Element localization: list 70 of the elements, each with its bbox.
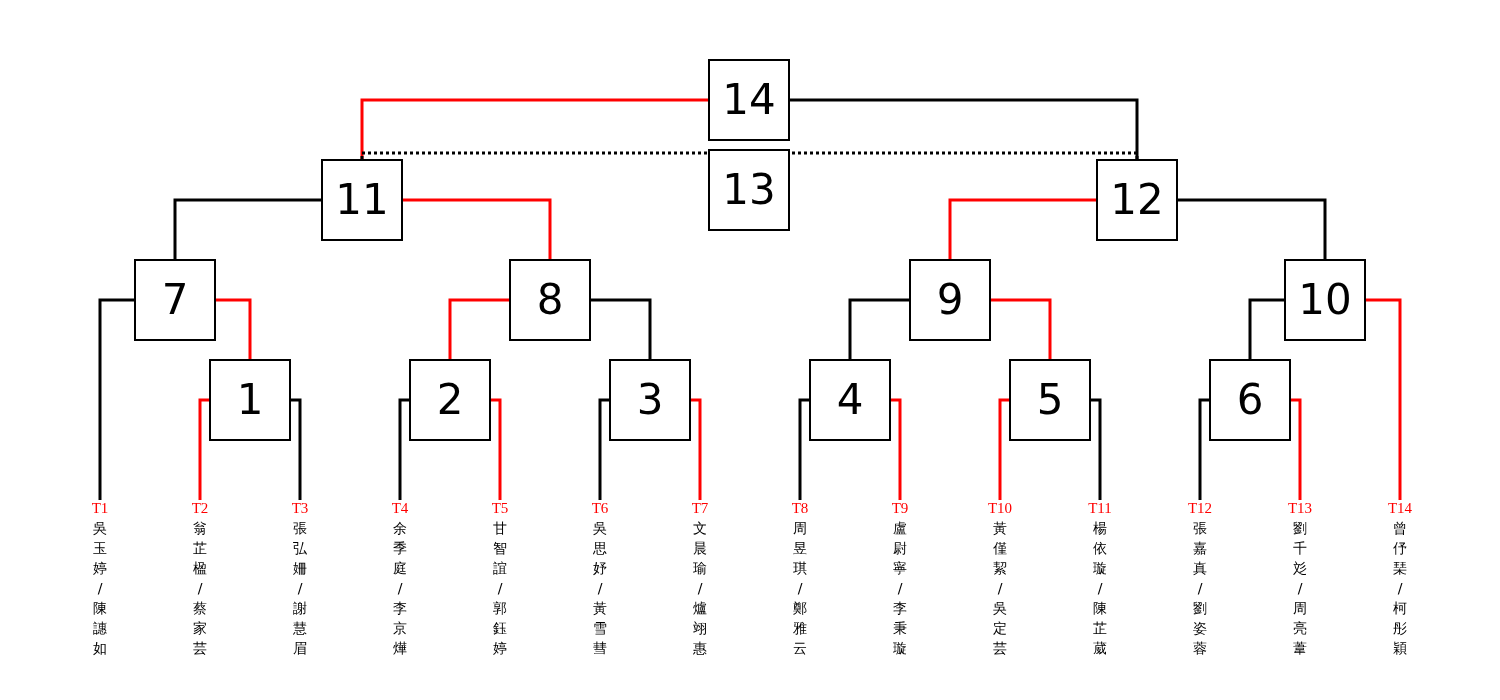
match-box: 9 bbox=[909, 259, 991, 341]
match-box: 8 bbox=[509, 259, 591, 341]
bracket-line bbox=[403, 198, 552, 259]
bracket-line bbox=[1198, 398, 1209, 500]
match-box: 13 bbox=[708, 149, 790, 231]
seed-label: T5 bbox=[491, 500, 509, 516]
seed-label: T14 bbox=[1387, 500, 1413, 516]
seed-label: T3 bbox=[291, 500, 309, 516]
bracket-line bbox=[798, 398, 809, 500]
bracket-line bbox=[491, 398, 502, 500]
seed-label: T8 bbox=[791, 500, 809, 516]
match-box: 7 bbox=[134, 259, 216, 341]
player-names: 甘智誼/郭鈺婷 bbox=[492, 519, 508, 658]
player-names: 劉千彣/周亮葦 bbox=[1292, 519, 1308, 658]
match-box: 2 bbox=[409, 359, 491, 441]
player-names: 余季庭/李京燁 bbox=[392, 519, 408, 658]
match-box: 6 bbox=[1209, 359, 1291, 441]
bracket-line bbox=[598, 398, 609, 500]
bracket-line bbox=[998, 398, 1009, 500]
player-names: 曾伃琹/柯彤穎 bbox=[1392, 519, 1408, 658]
seed-label: T13 bbox=[1287, 500, 1313, 516]
player-names: 文晨瑜/爐翊惠 bbox=[692, 519, 708, 658]
match-box: 11 bbox=[321, 159, 403, 241]
match-box: 5 bbox=[1009, 359, 1091, 441]
bracket-line bbox=[448, 298, 509, 359]
seed-label: T11 bbox=[1088, 500, 1112, 516]
bracket-line bbox=[591, 298, 652, 359]
bracket-line bbox=[98, 298, 134, 500]
match-box: 12 bbox=[1096, 159, 1178, 241]
bracket-line bbox=[198, 398, 209, 500]
player-names: 張嘉真/劉姿蓉 bbox=[1192, 519, 1208, 658]
player-names: 翁芷楹/蔡家芸 bbox=[192, 519, 208, 658]
player-names: 周昱琪/鄭雅云 bbox=[792, 519, 808, 658]
bracket-line bbox=[360, 98, 708, 159]
seed-label: T9 bbox=[891, 500, 909, 516]
match-box: 1 bbox=[209, 359, 291, 441]
player-names: 張弘姍/謝慧眉 bbox=[292, 519, 308, 658]
bracket-line bbox=[173, 198, 321, 259]
bracket-line bbox=[1248, 298, 1284, 359]
bracket-line bbox=[360, 151, 708, 159]
bracket-line bbox=[848, 298, 909, 359]
bracket-line bbox=[691, 398, 702, 500]
match-box: 3 bbox=[609, 359, 691, 441]
bracket-line bbox=[216, 298, 252, 359]
seed-label: T4 bbox=[391, 500, 409, 516]
bracket-line bbox=[1291, 398, 1302, 500]
player-names: 楊依璇/陳芷葳 bbox=[1092, 519, 1108, 658]
match-box: 10 bbox=[1284, 259, 1366, 341]
seed-label: T7 bbox=[691, 500, 709, 516]
bracket-line bbox=[948, 198, 1096, 259]
bracket-line bbox=[891, 398, 902, 500]
match-box: 14 bbox=[708, 59, 790, 141]
player-names: 盧尉寧/李秉璇 bbox=[892, 519, 908, 658]
bracket-line bbox=[1366, 298, 1402, 500]
bracket-line bbox=[790, 98, 1139, 159]
seed-label: T10 bbox=[987, 500, 1013, 516]
bracket-line bbox=[991, 298, 1052, 359]
match-box: 4 bbox=[809, 359, 891, 441]
seed-label: T6 bbox=[591, 500, 609, 516]
seed-label: T1 bbox=[91, 500, 109, 516]
bracket-line bbox=[291, 398, 302, 500]
seed-label: T2 bbox=[191, 500, 209, 516]
player-names: 黃僅絜/吳定芸 bbox=[992, 519, 1008, 658]
player-names: 吳玉婷/陳譓如 bbox=[92, 519, 108, 658]
bracket-line bbox=[1091, 398, 1102, 500]
bracket-line bbox=[1178, 198, 1327, 259]
player-names: 吳思妤/黃雪彗 bbox=[592, 519, 608, 658]
bracket-line bbox=[398, 398, 409, 500]
seed-label: T12 bbox=[1187, 500, 1213, 516]
bracket-line bbox=[790, 151, 1139, 159]
